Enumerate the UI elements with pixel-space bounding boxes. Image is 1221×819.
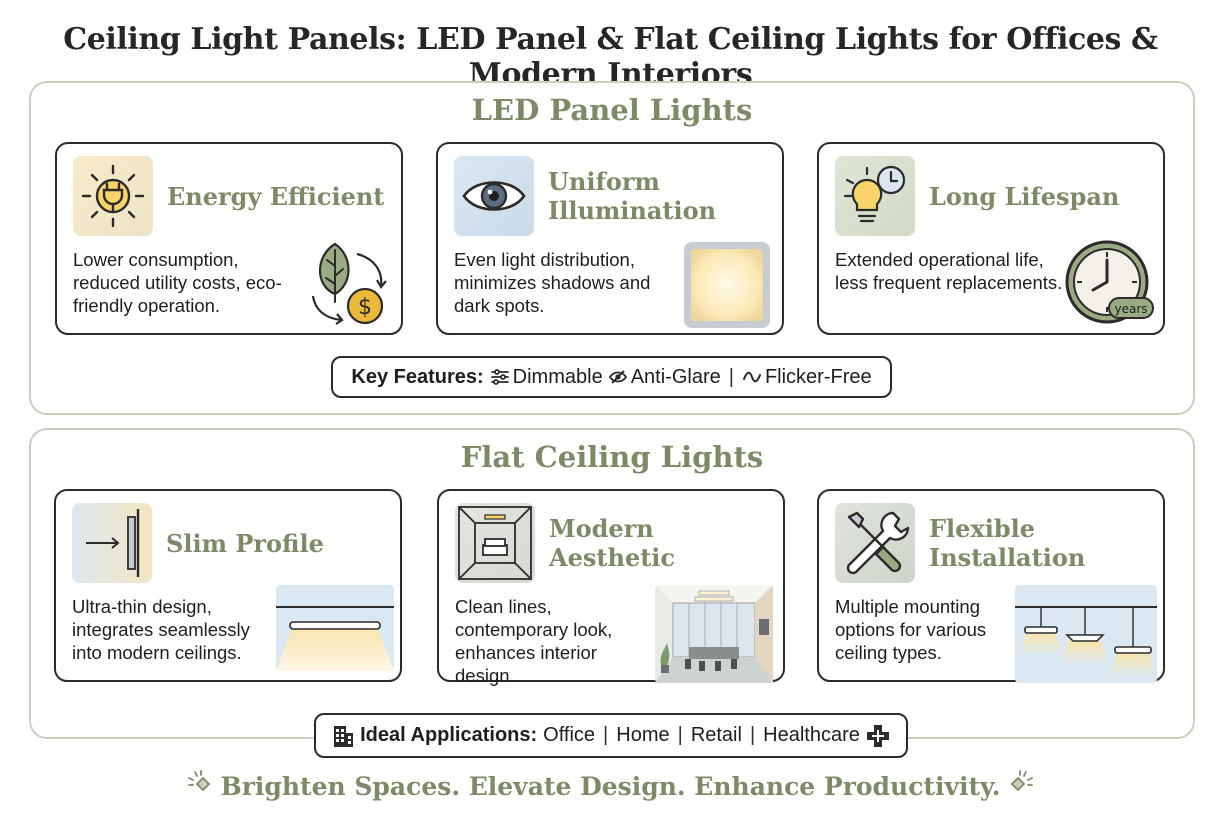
medical-cross-icon bbox=[866, 724, 890, 748]
years-badge: years bbox=[1114, 302, 1147, 316]
spotlight-left-icon bbox=[187, 770, 213, 802]
card-description: Extended operational life, less frequent… bbox=[835, 249, 1063, 293]
sun-plug-icon bbox=[73, 156, 153, 236]
card-title: Modern Aesthetic bbox=[549, 514, 676, 572]
spotlight-right-icon bbox=[1008, 770, 1034, 802]
room-sofa-icon bbox=[455, 503, 535, 583]
card-description: Clean lines, contemporary look, enhances… bbox=[455, 596, 613, 686]
application-office: Office bbox=[543, 724, 596, 746]
eye-slash-icon bbox=[608, 366, 628, 389]
slim-profile-icon bbox=[72, 503, 152, 583]
card-title: Long Lifespan bbox=[929, 181, 1120, 211]
feature-dimmable: Dimmable bbox=[512, 365, 603, 388]
divider: | bbox=[728, 365, 734, 388]
card-uniform-illumination: Uniform Illumination Even light distribu… bbox=[436, 142, 784, 335]
card-slim-profile: Slim Profile Ultra-thin design, integrat… bbox=[54, 489, 402, 682]
card-long-lifespan: Long Lifespan Extended operational life,… bbox=[817, 142, 1165, 335]
building-icon bbox=[332, 724, 354, 748]
card-title: Energy Efficient bbox=[167, 181, 385, 211]
page-title: Ceiling Light Panels: LED Panel & Flat C… bbox=[63, 22, 1158, 92]
leaf-coin-cycle-icon: $ bbox=[305, 236, 393, 331]
card-description: Even light distribution, minimizes shado… bbox=[454, 249, 651, 316]
card-description: Ultra-thin design, integrates seamlessly… bbox=[72, 596, 250, 663]
wave-icon bbox=[742, 366, 762, 389]
card-title: Slim Profile bbox=[166, 528, 324, 558]
section-led-panel-lights: LED Panel Lights Energy Efficient Lower … bbox=[29, 81, 1195, 415]
square-led-panel bbox=[682, 240, 772, 335]
application-healthcare: Healthcare bbox=[763, 724, 860, 746]
divider: | bbox=[677, 724, 683, 746]
office-interior bbox=[655, 585, 773, 688]
key-features-label: Key Features: bbox=[351, 365, 484, 388]
application-retail: Retail bbox=[690, 724, 742, 746]
sliders-icon bbox=[490, 366, 510, 389]
section-title: Flat Ceiling Lights bbox=[460, 440, 764, 474]
ideal-applications-label: Ideal Applications: bbox=[360, 724, 538, 746]
card-flexible-installation: Flexible Installation Multiple mounting … bbox=[817, 489, 1165, 683]
suspended-lights bbox=[1015, 585, 1157, 688]
divider: | bbox=[603, 724, 609, 746]
card-modern-aesthetic: Modern Aesthetic Clean lines, contempora… bbox=[437, 489, 785, 686]
feature-anti-glare: Anti-Glare bbox=[630, 365, 721, 388]
card-description: Lower consumption, reduced utility costs… bbox=[73, 249, 282, 316]
card-title: Flexible Installation bbox=[929, 514, 1086, 572]
feature-flicker-free: Flicker-Free bbox=[764, 365, 872, 388]
wrench-screwdriver-icon bbox=[835, 503, 915, 583]
section-flat-ceiling-lights: Flat Ceiling Lights Slim Profile Ultra-t… bbox=[29, 428, 1195, 739]
card-title: Uniform Illumination bbox=[548, 167, 717, 225]
section-title: LED Panel Lights bbox=[471, 93, 753, 127]
ideal-applications-bar: Ideal Applications: Office | Home | Reta… bbox=[314, 713, 908, 758]
eye-icon bbox=[454, 156, 534, 236]
ceiling-slim-light bbox=[276, 585, 394, 676]
clock-years-icon: years bbox=[1063, 238, 1155, 335]
tagline-bar: Brighten Spaces. Elevate Design. Enhance… bbox=[0, 770, 1221, 802]
key-features-bar: Key Features: Dimmable Anti-Glare | Flic… bbox=[331, 356, 892, 398]
card-energy-efficient: Energy Efficient Lower consumption, redu… bbox=[55, 142, 403, 335]
application-home: Home bbox=[616, 724, 670, 746]
divider: | bbox=[749, 724, 756, 746]
bulb-clock-icon bbox=[835, 156, 915, 236]
tagline: Brighten Spaces. Elevate Design. Enhance… bbox=[220, 771, 1001, 801]
card-description: Multiple mounting options for various ce… bbox=[835, 596, 987, 663]
svg-text:$: $ bbox=[358, 295, 372, 320]
